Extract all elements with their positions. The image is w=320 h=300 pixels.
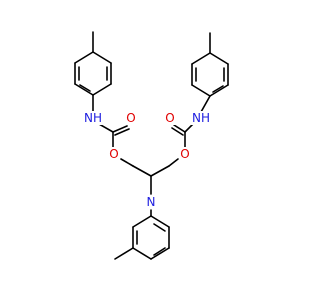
right-tolyl-ring [191,32,229,97]
atom-o-carbonyl-right: O [164,111,176,125]
left-tolyl-ring [74,31,112,96]
n-center-label: N [147,195,156,209]
atom-nh-right: NH [190,111,210,125]
o-carbonyl-left-label: O [126,111,135,125]
nh-right-label: NH [192,111,210,125]
atom-nh-left: NH [84,111,104,125]
o-carbonyl-right-label: O [165,111,174,125]
atom-o-ester-right: O [179,147,191,161]
nh-left-label: NH [84,111,102,125]
right-carbamate-chain [150,95,211,177]
atom-n-center: N [145,195,157,209]
atom-o-ester-left: O [108,147,120,161]
o-ester-left-label: O [109,147,118,161]
bottom-tolyl-ring [114,209,170,260]
molecule-structure: NH NH O O O O N [74,31,229,260]
left-carbamate-chain [92,94,152,195]
o-ester-right-label: O [180,147,189,161]
atom-o-carbonyl-left: O [125,111,137,125]
